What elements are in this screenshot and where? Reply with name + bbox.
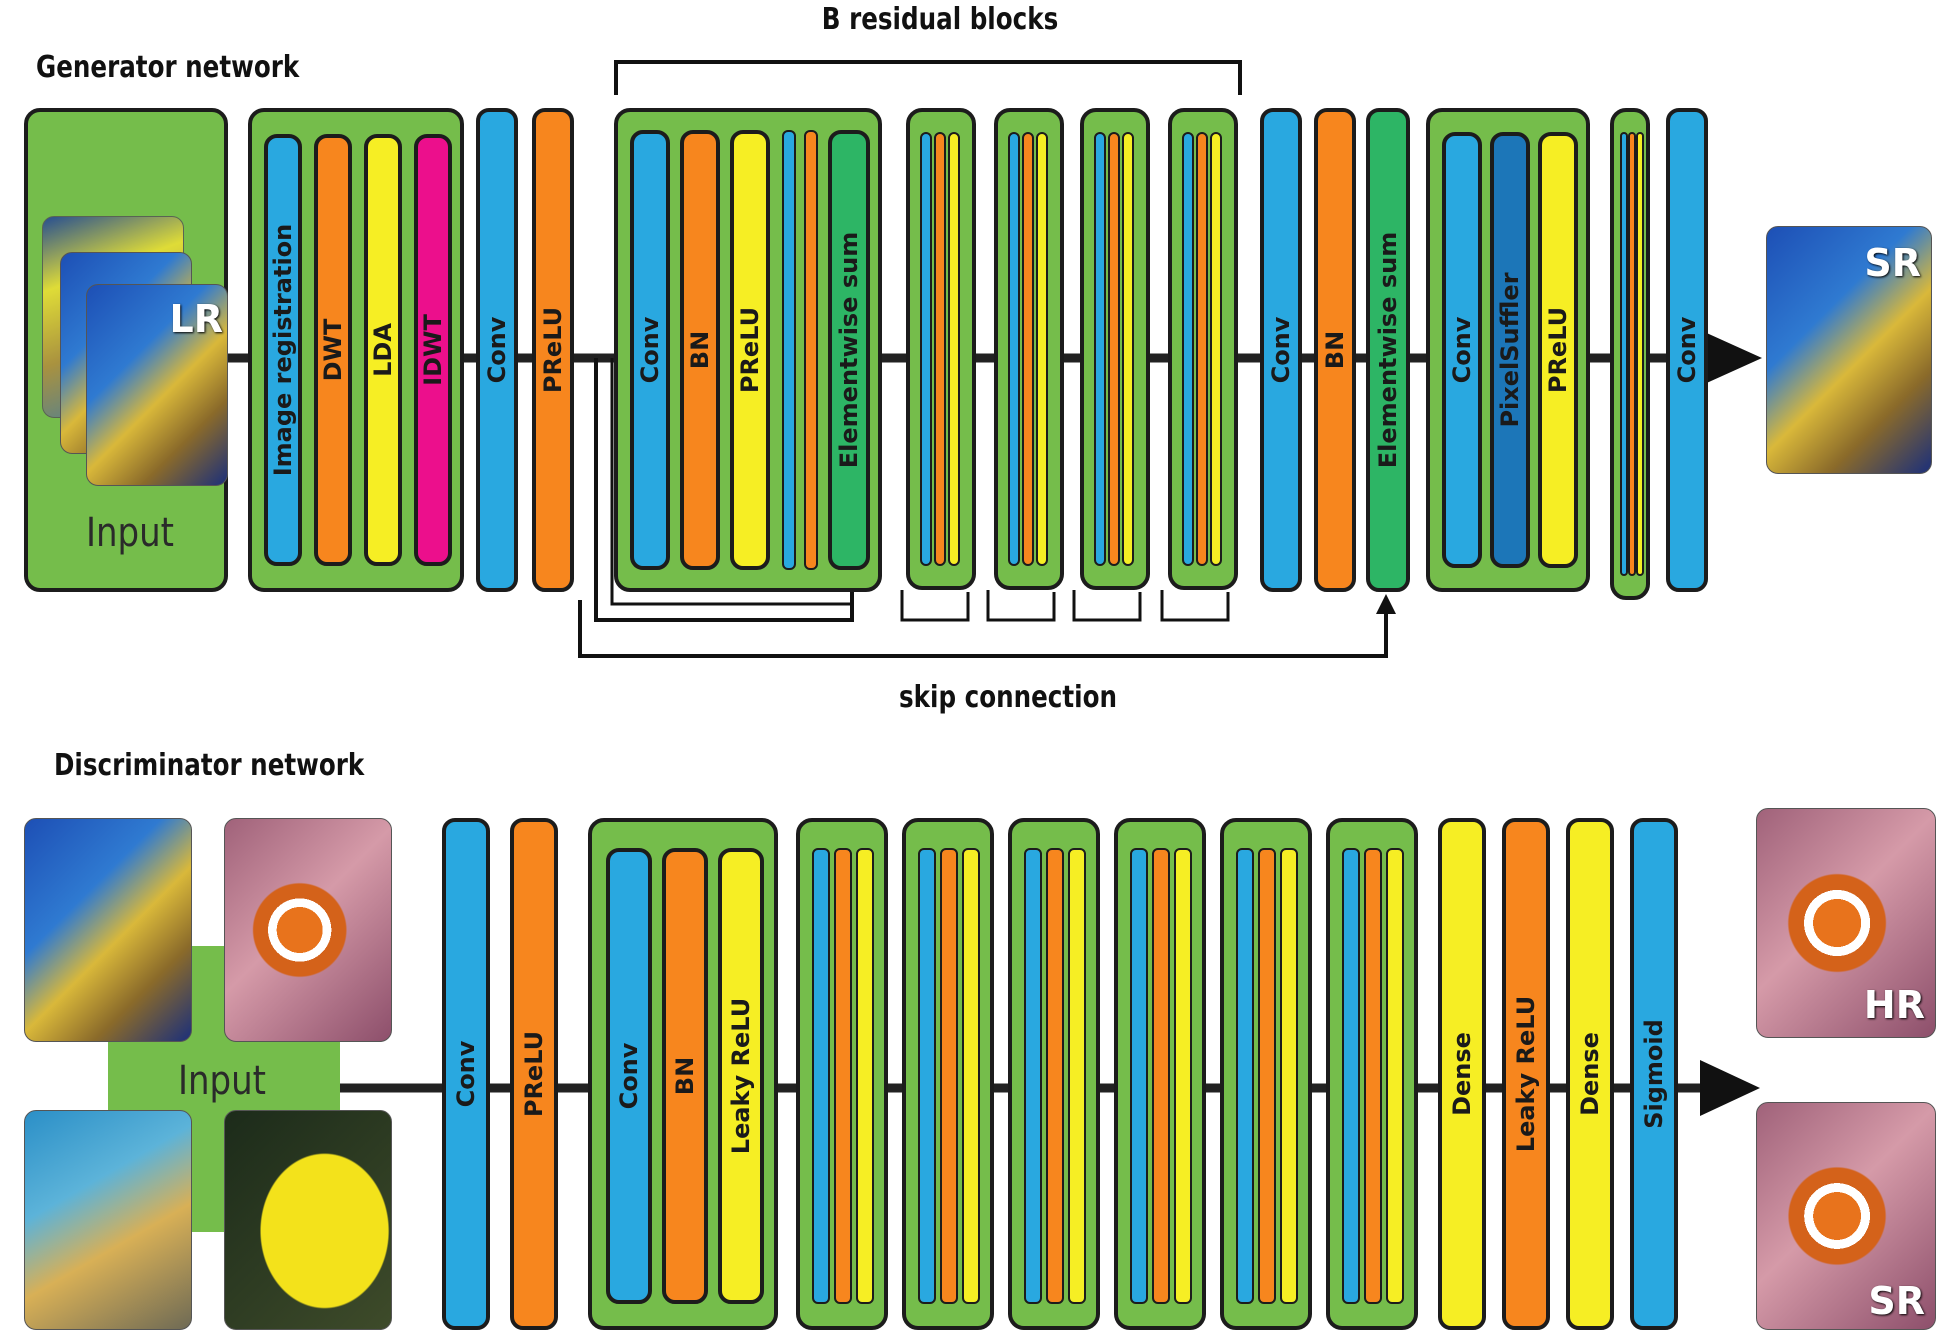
lr-label: LR xyxy=(169,297,223,341)
generator-output-arrowhead xyxy=(1700,330,1762,386)
disc-sigmoid: Sigmoid xyxy=(1630,818,1678,1330)
disc-block-4 xyxy=(1008,818,1100,1330)
residual-block-3 xyxy=(994,108,1064,590)
up-prelu: PReLU xyxy=(1538,132,1578,568)
generator-conv2: Conv xyxy=(1260,108,1302,592)
generator-final-conv: Conv xyxy=(1666,108,1708,592)
up-conv: Conv xyxy=(1442,132,1482,568)
skip-arrowhead xyxy=(1376,594,1396,614)
disc-input-yellowtang xyxy=(224,1110,392,1330)
generator-sr-label: SR xyxy=(1864,241,1921,285)
generator-input-label: Input xyxy=(85,510,175,556)
disc-conv1: Conv xyxy=(442,818,490,1330)
disc-block-5 xyxy=(1114,818,1206,1330)
residual-bracket xyxy=(614,60,1242,95)
generator-input-block: LR Input xyxy=(24,108,228,592)
skip-caption: skip connection xyxy=(899,680,1117,715)
disc-input-discus xyxy=(24,1110,192,1330)
generator-prelu1: PReLU xyxy=(532,108,574,592)
generator-elementwise-sum: Elementwise sum xyxy=(1366,108,1410,592)
disc-dense1: Dense xyxy=(1438,818,1486,1330)
dwt-layer: DWT xyxy=(314,134,352,566)
generator-sr-output-image: SR xyxy=(1766,226,1932,474)
generator-bn2: BN xyxy=(1314,108,1356,592)
upsample-block-2 xyxy=(1610,108,1650,600)
disc-input-clownfish xyxy=(224,818,392,1042)
residual-block-1: Conv BN PReLU Elementwise sum xyxy=(614,108,882,592)
disc-input-turtle xyxy=(24,818,192,1042)
residual-block-5 xyxy=(1168,108,1238,590)
upsample-block: Conv PixelSuffler PReLU xyxy=(1426,108,1590,592)
discriminator-input-label: Input xyxy=(177,1058,267,1104)
preprocess-block: Image registration DWT LDA IDWT xyxy=(248,108,464,592)
disc-prelu: PReLU xyxy=(510,818,558,1330)
disc-block-7 xyxy=(1326,818,1418,1330)
up-pixelshuffler: PixelSuffler xyxy=(1490,132,1530,568)
disc-block-leakyrelu: Leaky ReLU xyxy=(718,848,764,1304)
idwt-layer: IDWT xyxy=(414,134,452,566)
res-thin-orange xyxy=(804,130,818,570)
discriminator-title: Discriminator network xyxy=(54,748,365,783)
hr-label: HR xyxy=(1863,983,1925,1027)
res-prelu: PReLU xyxy=(730,130,770,570)
generator-title: Generator network xyxy=(36,50,300,85)
image-registration-layer: Image registration xyxy=(264,134,302,566)
lda-layer: LDA xyxy=(364,134,402,566)
disc-sr-label: SR xyxy=(1868,1279,1925,1323)
res-conv: Conv xyxy=(630,130,670,570)
disc-leakyrelu-end: Leaky ReLU xyxy=(1502,818,1550,1330)
residual-block-4 xyxy=(1080,108,1150,590)
res-thin-blue xyxy=(782,130,796,570)
input-lr-image: LR xyxy=(86,284,228,486)
disc-dense2: Dense xyxy=(1566,818,1614,1330)
disc-block-3 xyxy=(902,818,994,1330)
residual-caption: B residual blocks xyxy=(821,2,1059,37)
disc-block-conv: Conv xyxy=(606,848,652,1304)
generator-conv1: Conv xyxy=(476,108,518,592)
disc-hr-output-image: HR xyxy=(1756,808,1936,1038)
discriminator-output-arrowhead xyxy=(1700,1060,1760,1116)
residual-block-2 xyxy=(906,108,976,590)
disc-sr-output-image: SR xyxy=(1756,1102,1936,1330)
disc-block-2 xyxy=(796,818,888,1330)
disc-block-1: Conv BN Leaky ReLU xyxy=(588,818,778,1330)
res-elementwise-sum: Elementwise sum xyxy=(828,130,870,570)
disc-block-6 xyxy=(1220,818,1312,1330)
res-bn: BN xyxy=(680,130,720,570)
disc-block-bn: BN xyxy=(662,848,708,1304)
